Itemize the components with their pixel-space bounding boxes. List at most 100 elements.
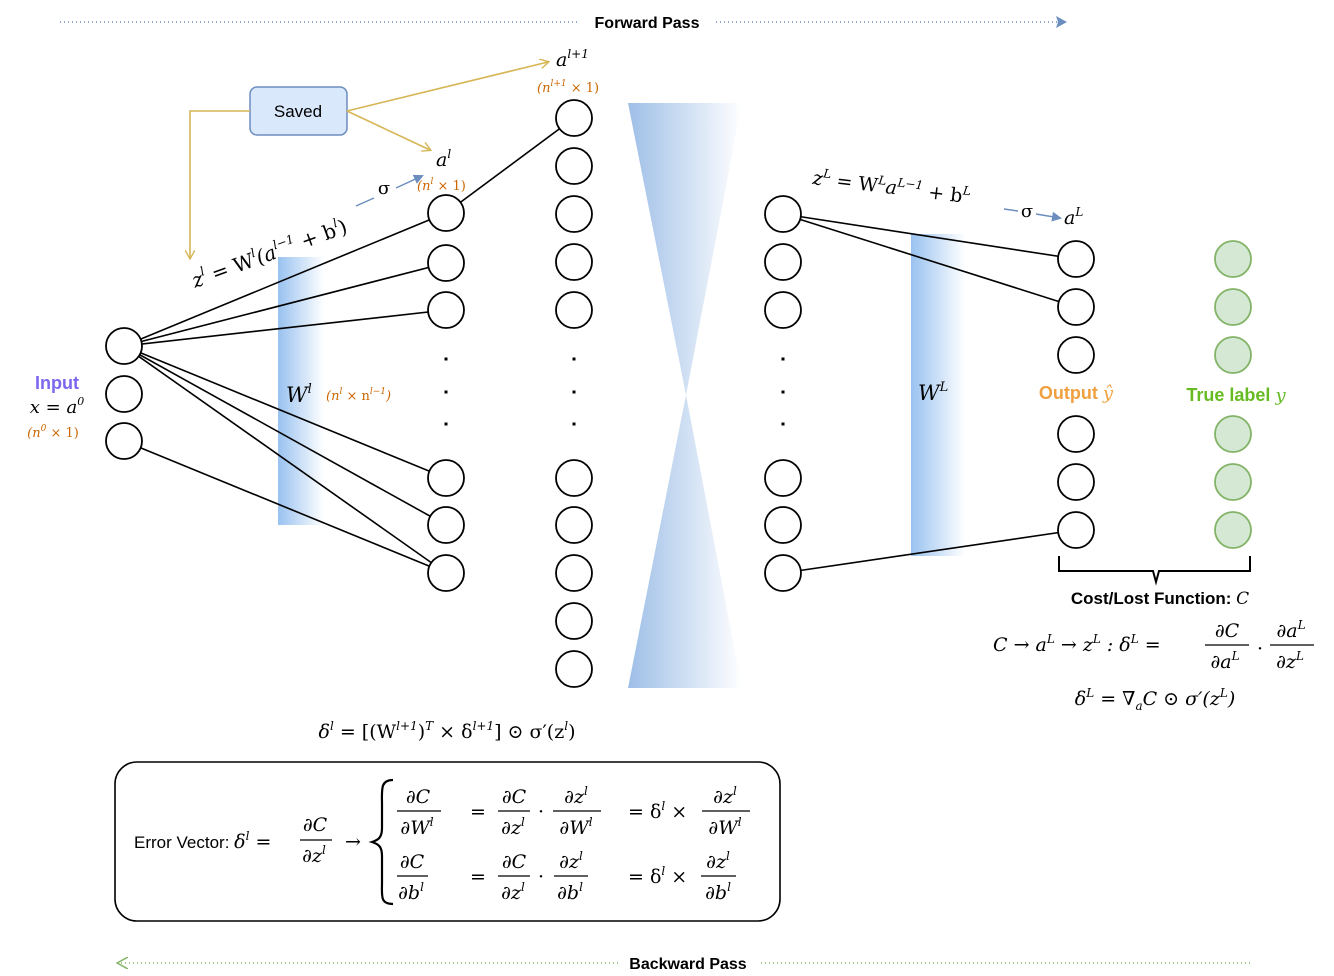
- connection-line: [782, 213, 1077, 308]
- neuron-L-minus-1: [764, 506, 802, 544]
- svg-text:∂bl: ∂bl: [705, 880, 731, 904]
- svg-text:∂C: ∂C: [502, 851, 527, 873]
- svg-text:=: =: [470, 801, 486, 823]
- ellipsis-dot: [781, 357, 785, 361]
- connections: [123, 117, 1077, 574]
- svg-text:∂zl: ∂zl: [501, 815, 525, 839]
- delta-l-equation: δl = [(Wl+1)T × δl+1] ⊙ σ′(zl): [319, 719, 576, 743]
- weight-bar-L: [911, 234, 965, 556]
- input-dimension: (n0 × 1): [27, 424, 79, 441]
- neuron-l-plus-1: [555, 506, 593, 544]
- sigma-arrow-l: σ: [355, 174, 424, 207]
- weight-l-dimension: (nl × nl−1): [326, 387, 391, 404]
- hidden-neuron-l: [427, 194, 465, 232]
- ellipsis-dot: [444, 390, 448, 394]
- output-neuron: [1057, 336, 1095, 374]
- error-row-weight: ∂C ∂Wl = ∂C ∂zl · ∂zl ∂Wl = δl × ∂zl ∂Wl: [397, 784, 750, 839]
- true-label: True label y: [1186, 385, 1286, 406]
- a-next-label: al+1: [556, 47, 589, 71]
- neuron-l-plus-1: [555, 291, 593, 329]
- backward-pass-arrow: Backward Pass: [118, 956, 1250, 973]
- svg-text:∂zL: ∂zL: [1276, 649, 1304, 673]
- svg-text:∂C: ∂C: [406, 786, 431, 808]
- svg-text:∂zl: ∂zl: [713, 784, 737, 808]
- svg-text:∂zl: ∂zl: [559, 849, 583, 873]
- saved-arrows: [190, 62, 548, 258]
- svg-text:→: →: [345, 831, 361, 853]
- true-label-neuron: [1214, 336, 1252, 374]
- connection-line: [123, 440, 447, 574]
- svg-text:∂zl: ∂zl: [564, 784, 588, 808]
- connection-line: [123, 345, 447, 479]
- output-neuron: [1057, 511, 1095, 549]
- svg-text:∂aL: ∂aL: [1210, 649, 1239, 673]
- input-neuron: [105, 327, 143, 365]
- ellipsis-dots: [444, 357, 785, 426]
- input-equation: x = a0: [30, 395, 84, 418]
- connection-line: [445, 117, 575, 214]
- weight-l-label: Wl: [286, 382, 312, 407]
- svg-text:∂C: ∂C: [502, 786, 527, 808]
- cost-title: Cost/Lost Function: C: [1071, 589, 1249, 609]
- svg-text:·: ·: [538, 801, 544, 823]
- cost-chain-equation: C → aL → zL : δL = ∂C ∂aL · ∂aL ∂zL: [993, 618, 1314, 673]
- ellipsis-dot: [781, 422, 785, 426]
- output-neuron: [1057, 415, 1095, 453]
- svg-text:∂Wl: ∂Wl: [708, 815, 741, 839]
- svg-text:∂zl: ∂zl: [501, 880, 525, 904]
- svg-text:∂bl: ∂bl: [557, 880, 583, 904]
- svg-text:∂aL: ∂aL: [1276, 618, 1305, 642]
- hidden-neuron-l: [427, 244, 465, 282]
- saved-label: Saved: [274, 102, 322, 121]
- neuron-l-plus-1: [555, 195, 593, 233]
- true-label-neuron: [1214, 415, 1252, 453]
- svg-text:·: ·: [538, 866, 544, 888]
- forward-pass-label: Forward Pass: [595, 15, 700, 32]
- svg-text:∂bl: ∂bl: [398, 880, 424, 904]
- neuron-l-plus-1: [555, 554, 593, 592]
- svg-text:·: ·: [1257, 638, 1263, 660]
- a-l-dimension: (nl × 1): [417, 177, 466, 194]
- ellipsis-dot: [444, 357, 448, 361]
- svg-text:∂Wl: ∂Wl: [400, 815, 433, 839]
- a-l-label: al: [436, 147, 451, 171]
- error-row-bias: ∂C ∂bl = ∂C ∂zl · ∂zl ∂bl = δl × ∂zl ∂bl: [397, 849, 736, 904]
- neuron-l-plus-1: [555, 99, 593, 137]
- output-neuron: [1057, 463, 1095, 501]
- svg-text:=: =: [470, 866, 486, 888]
- sigma-l: σ: [378, 178, 390, 199]
- backward-pass-label: Backward Pass: [629, 956, 747, 973]
- neuron-L-minus-1: [764, 243, 802, 281]
- svg-text:∂zl: ∂zl: [706, 849, 730, 873]
- connection-line: [123, 345, 447, 526]
- true-label-neuron: [1214, 240, 1252, 278]
- connection-line: [123, 309, 447, 347]
- connection-line: [123, 345, 447, 574]
- neuron-L-minus-1: [764, 291, 802, 329]
- cost-brace: [1058, 556, 1251, 586]
- svg-text:= δl ×: = δl ×: [628, 799, 687, 823]
- true-label-neuron: [1214, 511, 1252, 549]
- hidden-neuron-l: [427, 291, 465, 329]
- neuron-l-plus-1: [555, 459, 593, 497]
- sigma-L: σ: [1021, 201, 1033, 222]
- svg-text:∂C: ∂C: [303, 814, 328, 836]
- input-neuron: [105, 422, 143, 460]
- neuron-l-plus-1: [555, 602, 593, 640]
- output-label: Output ŷ: [1039, 383, 1114, 404]
- ellipsis-dot: [572, 390, 576, 394]
- sigma-arrow-L: σ: [1003, 201, 1062, 222]
- output-neuron: [1057, 240, 1095, 278]
- error-vector-box: Error Vector: δl = ∂C ∂zl → ∂C ∂Wl = ∂C …: [114, 761, 781, 922]
- neuron-L-minus-1: [764, 195, 802, 233]
- neuron-L-minus-1: [764, 459, 802, 497]
- svg-text:= δl ×: = δl ×: [628, 864, 687, 888]
- true-label-neuron: [1214, 288, 1252, 326]
- delta-L-equation: δL = ∇aC ⊙ σ′(zL): [1075, 686, 1235, 713]
- z-l-equation: zl = Wl(al−1 + bl): [187, 213, 350, 293]
- connection-line: [782, 529, 1077, 574]
- neuron-L-minus-1: [764, 554, 802, 592]
- output-neuron: [1057, 288, 1095, 326]
- a-L-label: aL: [1064, 205, 1083, 229]
